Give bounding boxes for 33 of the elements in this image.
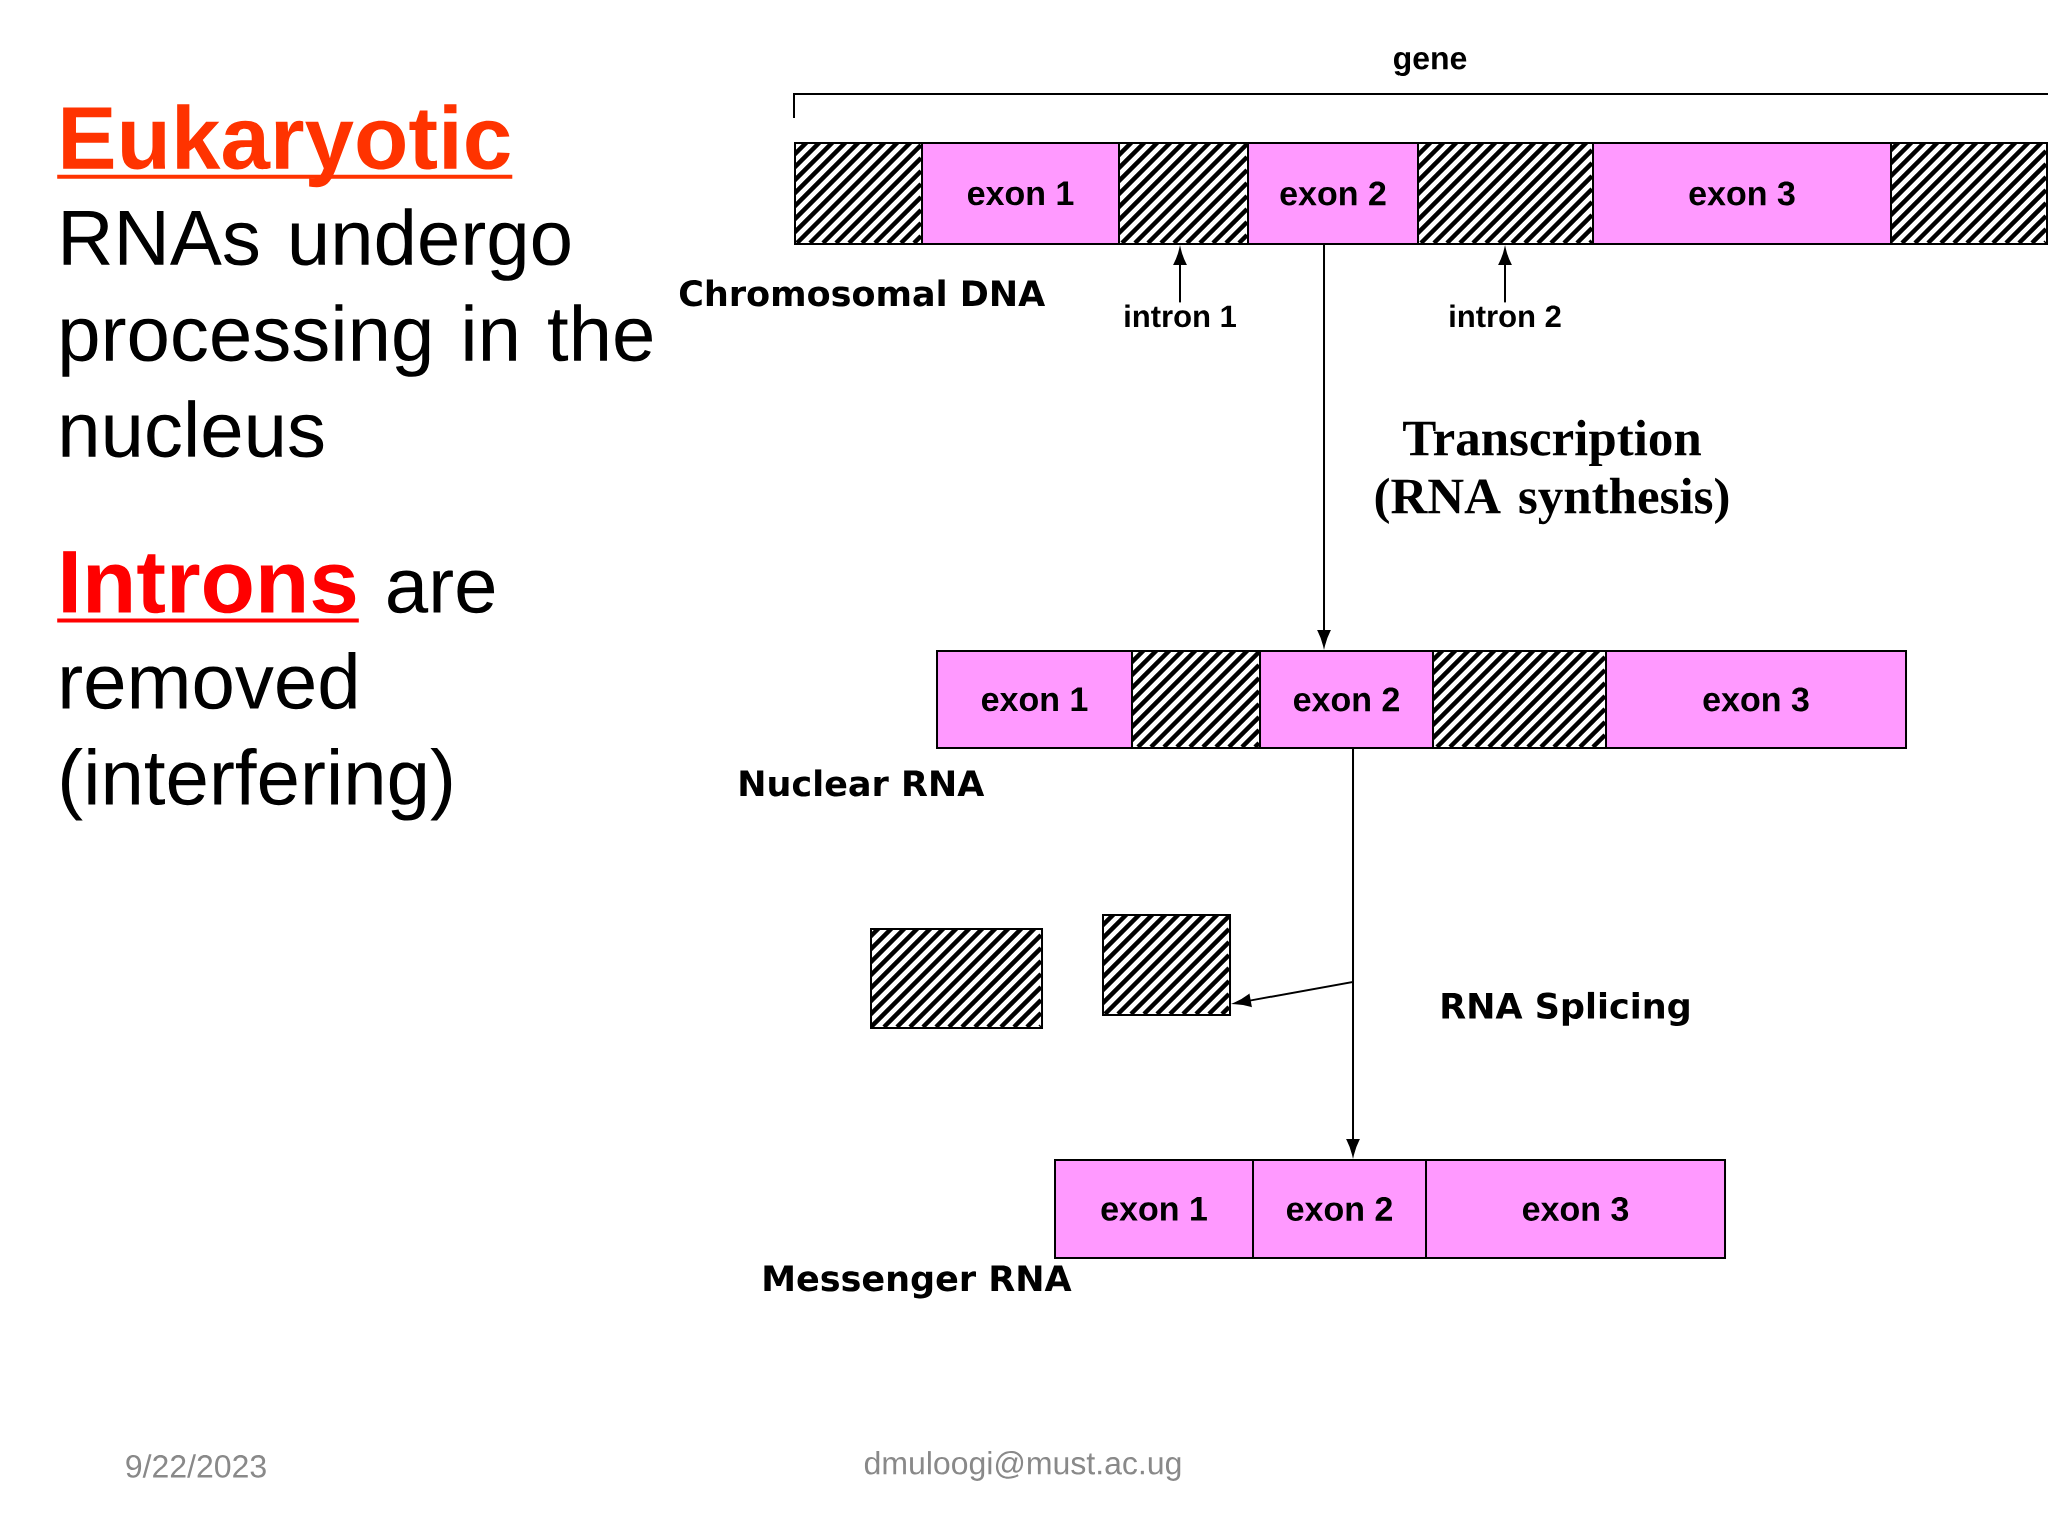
hatched-box xyxy=(1890,142,2048,245)
intron-label: intron 1 xyxy=(1125,304,1236,328)
exon-box: exon 3 xyxy=(1592,142,1892,245)
arrow xyxy=(1173,248,1187,304)
date-text: 9/22/2023 xyxy=(126,1454,266,1478)
row-label: Messenger RNA xyxy=(764,1265,1072,1299)
hatched-box xyxy=(1417,142,1594,245)
hatched-box xyxy=(1131,650,1261,749)
exon-box: exon 1 xyxy=(1054,1159,1254,1259)
exon-box: exon 1 xyxy=(936,650,1133,749)
edge-label: RNA Splicing xyxy=(1437,989,1694,1029)
arrow xyxy=(1317,244,1331,647)
intron-label: intron 2 xyxy=(1450,304,1561,328)
row-label: Chromosomal DNA xyxy=(679,279,1046,307)
paragraph: Eukaryotic RNAs undergo processing in the nucleus xyxy=(57,104,652,458)
exon-box: exon 2 xyxy=(1259,650,1434,749)
email-text: dmuloogi@must.ac.ug xyxy=(864,1451,1181,1481)
paragraph: Introns are removed (interfering) xyxy=(57,551,495,821)
hatched-box xyxy=(870,928,1043,1029)
exon-box: exon 1 xyxy=(921,142,1120,245)
row-label: Nuclear RNA xyxy=(740,769,985,797)
hatched-box xyxy=(1102,914,1231,1016)
arrow xyxy=(1498,248,1512,304)
hatched-box xyxy=(794,142,923,245)
hatched-box xyxy=(1432,650,1607,749)
hatched-box xyxy=(1118,142,1249,245)
bracket-label: gene xyxy=(1394,51,1467,76)
exon-box: exon 3 xyxy=(1425,1159,1726,1259)
exon-box: exon 2 xyxy=(1247,142,1419,245)
exon-box: exon 3 xyxy=(1605,650,1907,749)
arrow xyxy=(1234,748,1354,1007)
exon-box: exon 2 xyxy=(1252,1159,1427,1259)
edge-label: Transcription (RNA synthesis) xyxy=(1340,417,1764,527)
